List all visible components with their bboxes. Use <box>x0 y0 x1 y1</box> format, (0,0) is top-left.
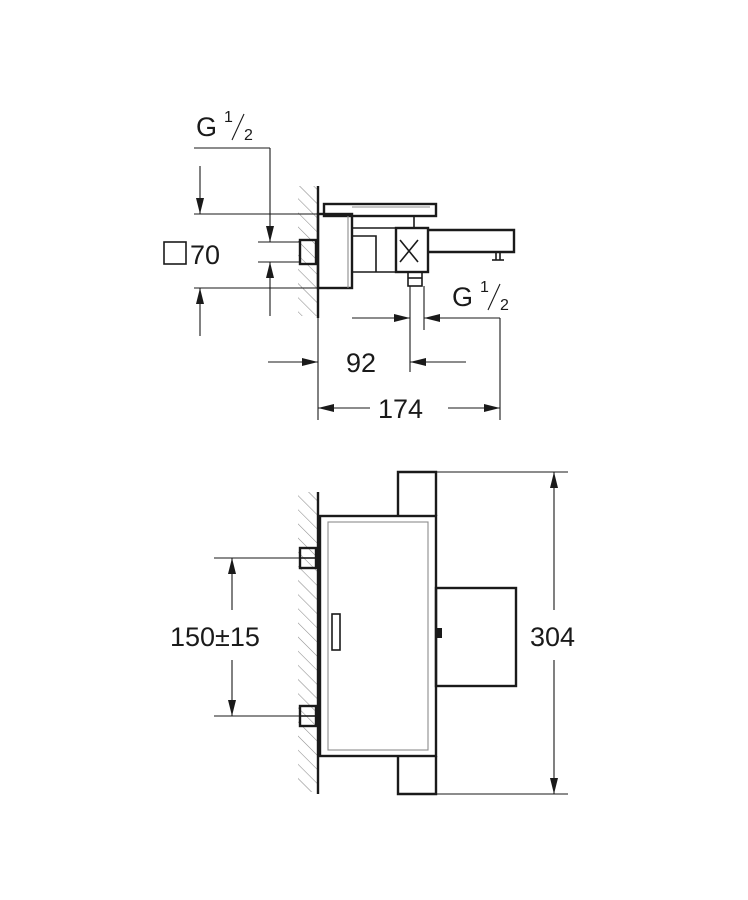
inlet-thread-sup: 1 <box>224 109 233 126</box>
top-view: G 1 2 70 G 1 2 92 174 <box>163 109 516 424</box>
outlet-thread-sub: 2 <box>500 297 509 314</box>
mounting-block-top <box>316 212 354 290</box>
outlet-thread-main: G <box>452 282 473 312</box>
dim-outlet-offset: 92 <box>346 348 376 378</box>
spout-top <box>428 228 516 254</box>
dim-height: 304 <box>530 622 575 652</box>
wall-hatching-top <box>298 186 318 316</box>
inlet-connector-top <box>298 238 318 266</box>
front-view: 150±15 304 <box>170 470 575 796</box>
inlet-thread-sub: 2 <box>244 127 253 144</box>
wall-hatching-front <box>298 492 318 792</box>
square-symbol-icon <box>163 241 187 265</box>
bottom-cap <box>396 756 438 796</box>
diverter-block-top <box>394 226 430 274</box>
outlet-thread-sup: 1 <box>480 279 489 296</box>
spout-block-front <box>434 586 518 688</box>
body-housing-top <box>322 202 438 218</box>
diverter-stem <box>407 271 423 287</box>
diverter-knob-front <box>436 628 442 638</box>
thermostat-body <box>318 514 438 758</box>
inlet-thread-main: G <box>196 112 217 142</box>
top-cap <box>396 470 438 516</box>
flange-size-label: 70 <box>190 240 220 270</box>
control-slot <box>331 613 341 651</box>
dim-inlet-spacing: 150±15 <box>170 622 260 652</box>
dim-total-depth: 174 <box>378 394 423 424</box>
